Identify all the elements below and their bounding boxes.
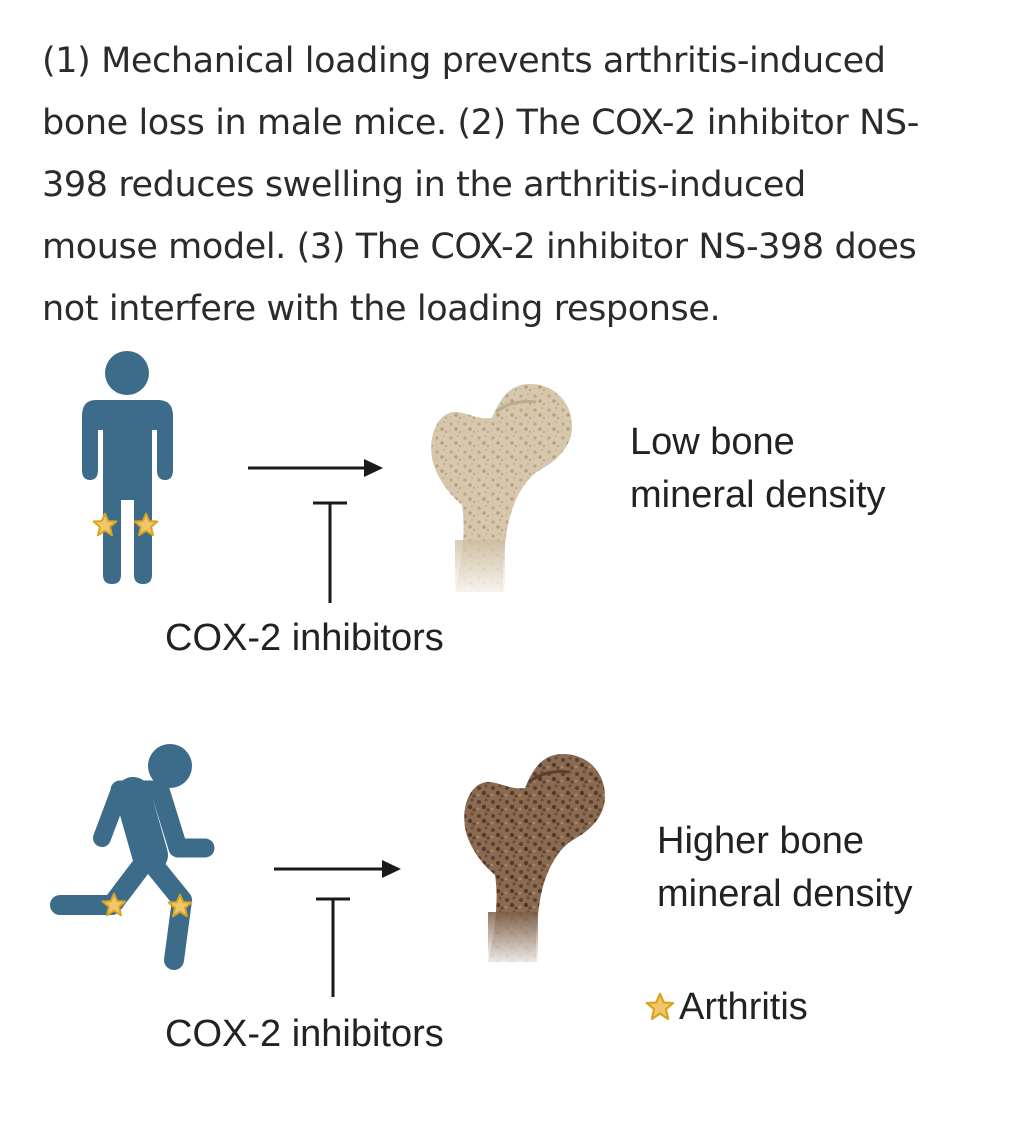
outcome-line: mineral density [630, 474, 886, 516]
summary-line: 398 reduces swelling in the arthritis-in… [42, 165, 806, 205]
outcome-label-low: Low bone mineral density [630, 416, 886, 522]
bone-low-density-icon [431, 384, 572, 592]
star-icon [645, 992, 675, 1020]
summary-line: (1) Mechanical loading prevents arthriti… [42, 41, 886, 81]
bone-high-density-icon [464, 754, 605, 962]
running-person-icon [50, 744, 215, 970]
outcome-line: Low bone [630, 421, 795, 463]
standing-person-icon [82, 351, 173, 584]
summary-line: bone loss in male mice. (2) The COX-2 in… [42, 103, 919, 143]
arrow-icon [248, 459, 383, 477]
outcome-line: mineral density [657, 873, 913, 915]
legend: Arthritis [645, 985, 808, 1029]
inhibitor-label: COX-2 inhibitors [165, 1013, 444, 1055]
legend-label: Arthritis [679, 986, 808, 1028]
summary-line: not interfere with the loading response. [42, 289, 721, 329]
inhibition-bar-icon [316, 897, 350, 997]
inhibition-bar-icon [313, 501, 347, 603]
arrow-icon [274, 860, 401, 878]
summary-text: (1) Mechanical loading prevents arthriti… [42, 30, 992, 340]
summary-line: mouse model. (3) The COX-2 inhibitor NS-… [42, 227, 917, 267]
outcome-line: Higher bone [657, 820, 865, 862]
inhibitor-label: COX-2 inhibitors [165, 617, 444, 659]
outcome-label-high: Higher bone mineral density [657, 815, 913, 921]
